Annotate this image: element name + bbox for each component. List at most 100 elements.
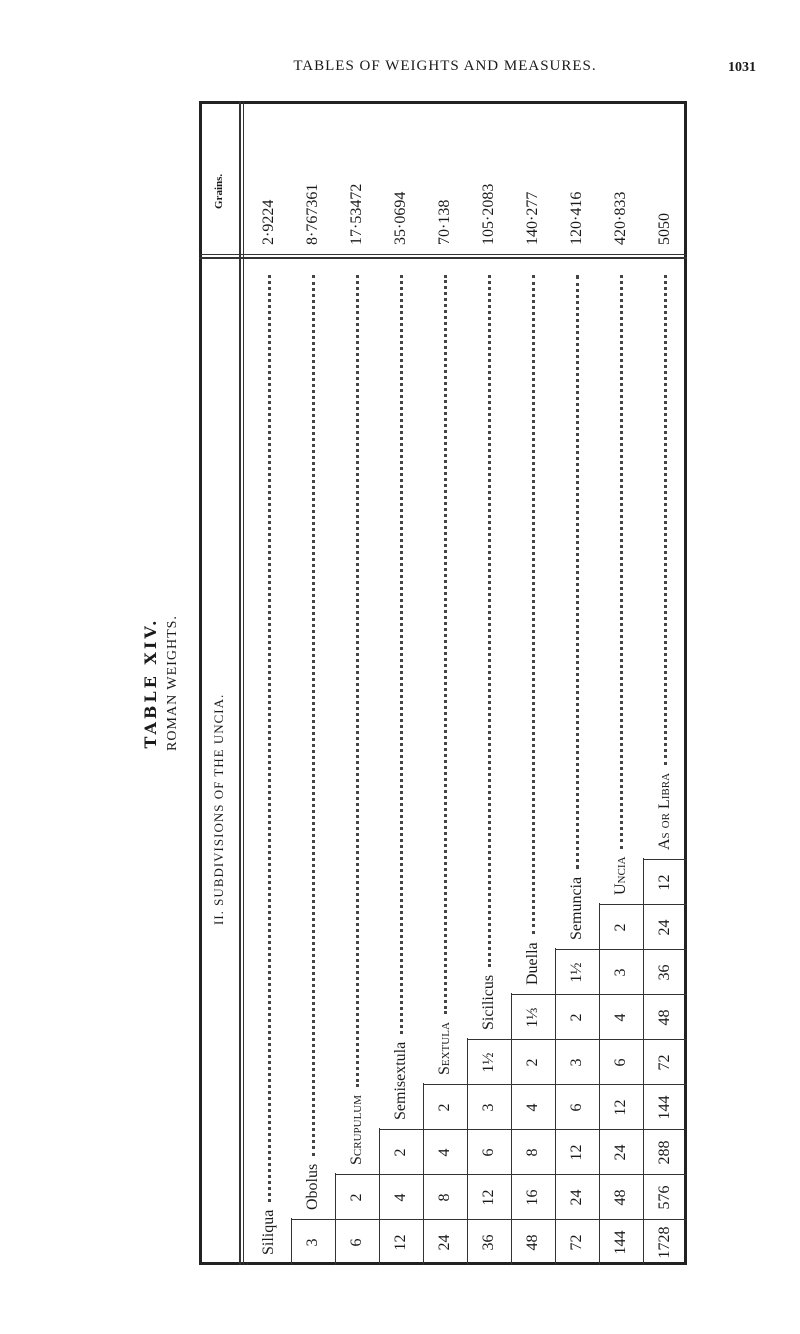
stair-top bbox=[335, 1173, 336, 1265]
table-cell: 1½ bbox=[568, 962, 585, 983]
table-title: TABLE XIV. bbox=[141, 617, 160, 749]
page-number: 1031 bbox=[728, 60, 756, 75]
dot-leader bbox=[487, 275, 491, 967]
table-cell: 2 bbox=[348, 1193, 365, 1202]
dot-leader bbox=[619, 275, 623, 849]
stair-top bbox=[379, 1128, 380, 1265]
table-subtitle: ROMAN WEIGHTS. bbox=[165, 615, 180, 751]
dot-leader bbox=[399, 275, 403, 1034]
table-cell: 144 bbox=[612, 1230, 629, 1255]
stair-top bbox=[643, 858, 644, 1265]
table-cell: 3 bbox=[480, 1103, 497, 1112]
table-cell: 72 bbox=[568, 1234, 585, 1251]
table-row-label: Uncia bbox=[599, 275, 643, 895]
table-row-label: Sicilicus bbox=[467, 275, 511, 1030]
cell-divider bbox=[643, 1219, 687, 1220]
grains-value: 2·9224 bbox=[260, 199, 277, 245]
table-cell: 2 bbox=[392, 1148, 409, 1157]
grains-value: 105·2083 bbox=[480, 183, 497, 245]
stair-top bbox=[511, 993, 512, 1265]
dot-leader bbox=[531, 275, 535, 935]
cell-divider bbox=[643, 904, 687, 905]
unit-name: Sicilicus bbox=[480, 974, 497, 1030]
table-row-label: Sextula bbox=[423, 275, 467, 1075]
table-cell: 3 bbox=[612, 968, 629, 977]
table-cell: 4 bbox=[436, 1148, 453, 1157]
table-cell: 3 bbox=[304, 1238, 321, 1247]
dot-leader bbox=[575, 275, 579, 869]
stair-top bbox=[555, 948, 556, 1265]
table-row-label: Duella bbox=[511, 275, 555, 985]
cell-divider bbox=[643, 949, 687, 950]
table-cell: 1728 bbox=[656, 1226, 673, 1259]
table-cell: 3 bbox=[568, 1058, 585, 1067]
table-row-label: Semuncia bbox=[555, 275, 599, 940]
unit-name: As or Libra bbox=[656, 772, 673, 850]
cell-divider bbox=[643, 1129, 687, 1130]
grains-value: 140·277 bbox=[524, 191, 541, 245]
grains-value: 420·833 bbox=[612, 191, 629, 245]
table-cell: 144 bbox=[656, 1095, 673, 1120]
dot-leader bbox=[311, 275, 315, 1156]
header-divider-2 bbox=[243, 101, 244, 1265]
table-cell: 2 bbox=[612, 923, 629, 932]
rotated-table-block: TABLE XIV. ROMAN WEIGHTS. II. SUBDIVISIO… bbox=[141, 101, 687, 1265]
table-cell: 288 bbox=[656, 1140, 673, 1165]
table-cell: 6 bbox=[480, 1148, 497, 1157]
table-cell: 2 bbox=[568, 1013, 585, 1022]
grains-value: 70·138 bbox=[436, 199, 453, 245]
table-cell: 24 bbox=[612, 1144, 629, 1161]
table-cell: 12 bbox=[612, 1099, 629, 1116]
unit-name: Semisextula bbox=[392, 1041, 409, 1120]
grains-value: 35·0694 bbox=[392, 191, 409, 245]
table-cell: 6 bbox=[568, 1103, 585, 1112]
dot-leader bbox=[663, 275, 667, 765]
stair-top bbox=[423, 1083, 424, 1265]
table-cell: 8 bbox=[524, 1148, 541, 1157]
table-cell: 48 bbox=[612, 1189, 629, 1206]
stair-top bbox=[247, 1263, 248, 1265]
table-row-label: Semisextula bbox=[379, 275, 423, 1120]
table-cell: 4 bbox=[612, 1013, 629, 1022]
table-cell: 48 bbox=[524, 1234, 541, 1251]
table-cell: 36 bbox=[656, 964, 673, 981]
stair-divider bbox=[643, 859, 687, 860]
table-cell: 12 bbox=[656, 874, 673, 891]
table-cell: 8 bbox=[436, 1193, 453, 1202]
unit-name: Uncia bbox=[612, 856, 629, 895]
table-row-label: Siliqua bbox=[247, 275, 291, 1255]
cell-divider bbox=[643, 994, 687, 995]
table-cell: 72 bbox=[656, 1054, 673, 1071]
table-cell: 1⅓ bbox=[524, 1007, 541, 1028]
stair-top bbox=[291, 1218, 292, 1265]
unit-name: Scrupulum bbox=[348, 1094, 365, 1165]
table-cell: 48 bbox=[656, 1009, 673, 1026]
table-cell: 576 bbox=[656, 1185, 673, 1210]
stair-top bbox=[467, 1038, 468, 1265]
header-main: II. SUBDIVISIONS OF THE UNCIA. bbox=[211, 693, 226, 925]
dot-leader bbox=[267, 275, 271, 1202]
table-row-label: Scrupulum bbox=[335, 275, 379, 1165]
dot-leader bbox=[355, 275, 359, 1087]
cell-divider bbox=[643, 1174, 687, 1175]
unit-name: Semuncia bbox=[568, 876, 585, 940]
table-cell: 1½ bbox=[480, 1052, 497, 1073]
table-row-label: As or Libra bbox=[643, 275, 687, 850]
grains-value: 8·767361 bbox=[304, 183, 321, 245]
table-cell: 16 bbox=[524, 1189, 541, 1206]
stair-top bbox=[599, 903, 600, 1265]
table-cell: 2 bbox=[436, 1103, 453, 1112]
unit-name: Sextula bbox=[436, 1022, 453, 1075]
table-cell: 12 bbox=[480, 1189, 497, 1206]
unit-name: Duella bbox=[524, 942, 541, 985]
running-head: TABLES OF WEIGHTS AND MEASURES. bbox=[293, 58, 597, 74]
cell-divider bbox=[643, 1039, 687, 1040]
grains-value: 17·53472 bbox=[348, 183, 365, 245]
table-cell: 12 bbox=[392, 1234, 409, 1251]
table-row-label: Obolus bbox=[291, 275, 335, 1210]
header-grains: Grains. bbox=[213, 173, 225, 209]
header-divider bbox=[239, 101, 241, 1265]
grains-value: 120·416 bbox=[568, 191, 585, 245]
dot-leader bbox=[443, 275, 447, 1015]
table-cell: 24 bbox=[656, 919, 673, 936]
